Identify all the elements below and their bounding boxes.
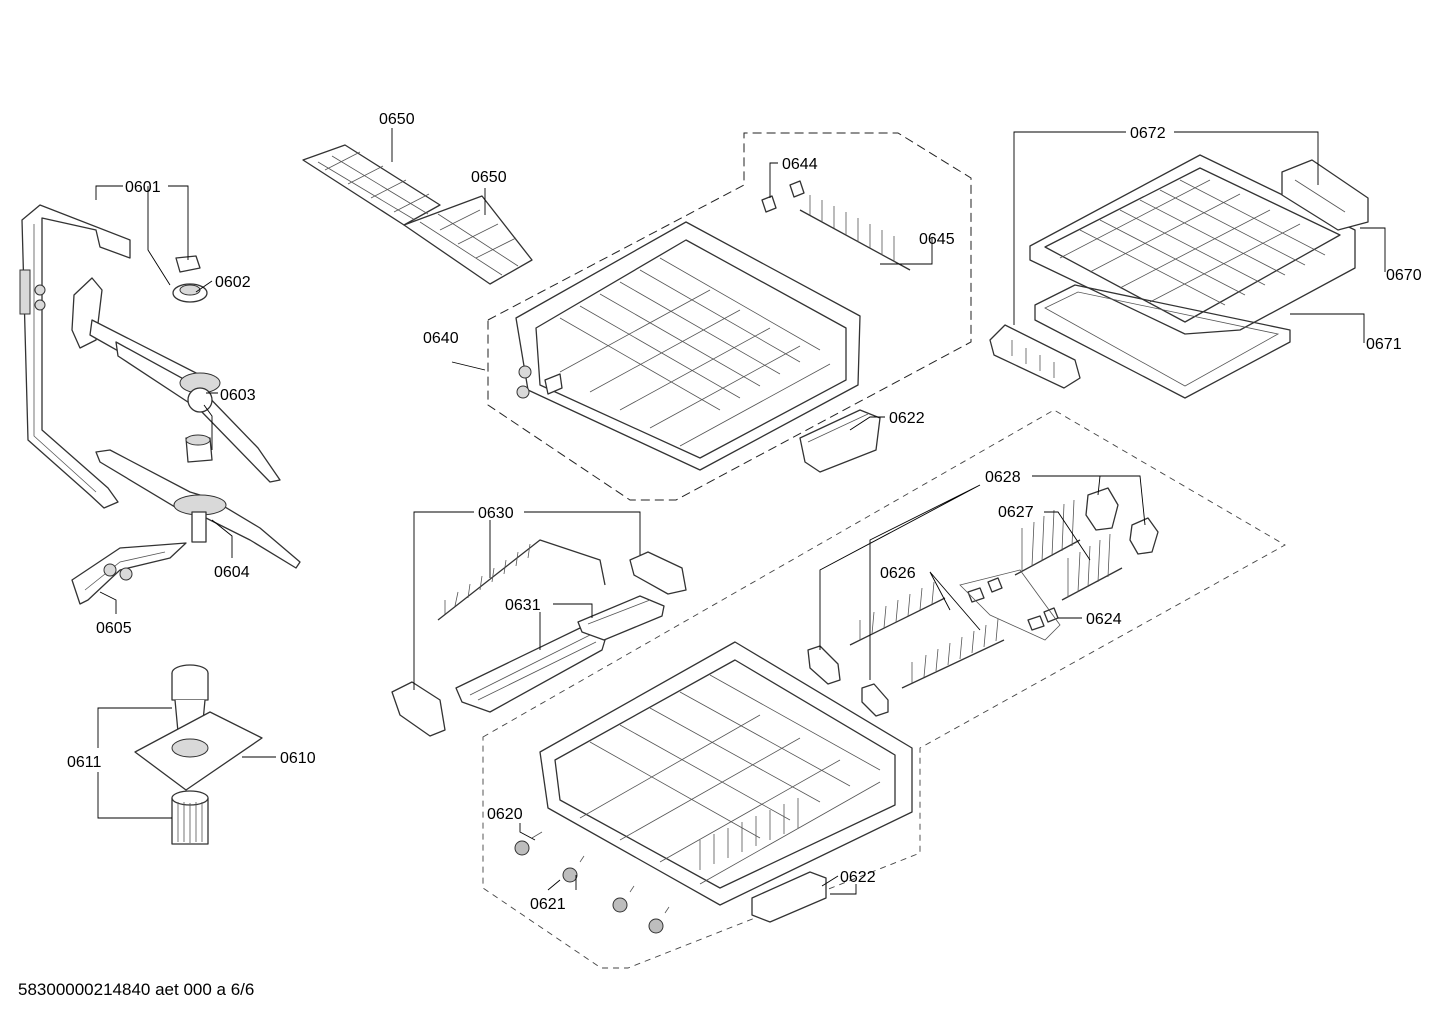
part-label-0640: 0640: [423, 330, 459, 347]
part-label-0650-top: 0650: [379, 111, 415, 128]
part-label-0604: 0604: [214, 564, 250, 581]
part-label-0628: 0628: [985, 469, 1021, 486]
wheel-drawing: [514, 831, 670, 934]
upper-basket-group-boundary: [487, 132, 972, 501]
tine-row-drawing: [391, 539, 687, 737]
part-label-0610: 0610: [280, 750, 316, 767]
part-label-0602: 0602: [215, 274, 251, 291]
lower-spray-arm-drawing: [95, 449, 301, 569]
part-label-0627: 0627: [998, 504, 1034, 521]
tine-pair-drawing: [1014, 487, 1159, 601]
upper-spray-arm-drawing: [71, 277, 281, 483]
drawer-frame-drawing: [989, 284, 1291, 399]
part-label-0611: 0611: [67, 754, 102, 771]
part-label-0620: 0620: [487, 806, 523, 823]
upper-basket-drawing: [515, 221, 861, 471]
part-label-0626: 0626: [880, 565, 916, 582]
lower-basket-drawing: [539, 641, 913, 923]
part-label-0621: 0621: [530, 896, 566, 913]
part-label-0644: 0644: [782, 156, 818, 173]
rack-rail-drawing: [761, 180, 911, 271]
part-label-0631: 0631: [505, 597, 541, 614]
part-label-0650-second: 0650: [471, 169, 507, 186]
fold-down-tines-drawing: [807, 581, 1005, 717]
part-label-0601: 0601: [125, 179, 161, 196]
plate-rack-drawing: [455, 595, 665, 713]
part-label-0672: 0672: [1130, 125, 1166, 142]
part-label-0605: 0605: [96, 620, 132, 637]
cutlery-drawer-drawing: [1029, 154, 1369, 335]
basket-handle-drawing: [799, 409, 881, 473]
part-label-0645: 0645: [919, 231, 955, 248]
clip-drawing: [959, 569, 1061, 641]
part-label-0624: 0624: [1086, 611, 1122, 628]
part-label-0630: 0630: [478, 505, 514, 522]
leader-lines: [95, 128, 1386, 895]
lower-basket-group-boundary: [482, 409, 1286, 969]
part-label-0622-lower: 0622: [840, 869, 876, 886]
part-label-0670: 0670: [1386, 267, 1422, 284]
filter-drawing: [134, 664, 263, 845]
part-label-0603: 0603: [220, 387, 256, 404]
spray-arm-nozzle-drawing: [172, 255, 208, 303]
document-reference: 58300000214840 aet 000 a 6/6: [18, 980, 255, 999]
sieve-cover-drawing: [71, 542, 187, 605]
part-label-0622-upper: 0622: [889, 410, 925, 427]
tray-insert-drawing: [302, 144, 533, 285]
supply-pipe-drawing: [19, 204, 131, 509]
part-label-0671: 0671: [1366, 336, 1402, 353]
